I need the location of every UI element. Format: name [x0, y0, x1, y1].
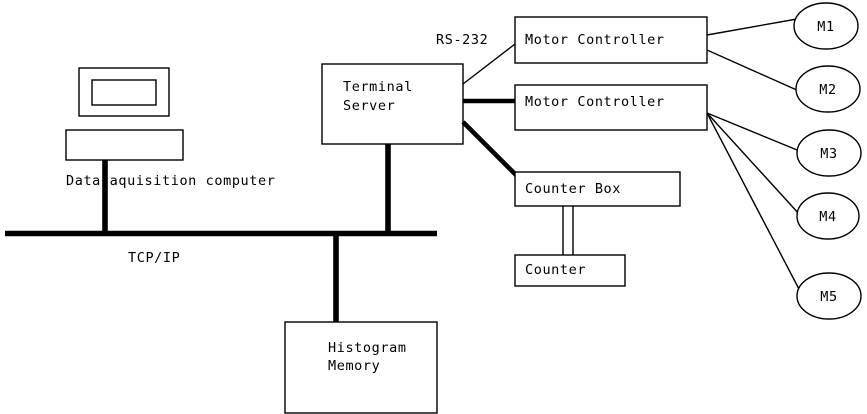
histogram-memory-node[interactable] [284, 321, 438, 414]
link-motor-controller-1-to-m1 [706, 18, 798, 36]
link-motor-controller-2-to-m4 [706, 112, 801, 216]
histogram-memory-label-line2: Memory [328, 358, 380, 374]
motor-label-m2: M2 [819, 82, 836, 98]
crt-monitor-screen-icon [91, 79, 157, 106]
counter-node[interactable] [514, 254, 626, 287]
motor-label-m1: M1 [817, 19, 834, 35]
motor-controller-2-label: Motor Controller [525, 94, 665, 110]
counter-box-node[interactable] [514, 171, 681, 207]
link-terminal-server-to-counter-box [461, 120, 519, 178]
link-motor-controller-1-to-m2 [706, 49, 800, 92]
motor-controller-1-label: Motor Controller [525, 32, 665, 48]
motor-node-m1[interactable] [793, 2, 859, 50]
computer-base-icon [65, 129, 184, 161]
terminal-server-label-line2: Server [343, 98, 395, 114]
terminal-server-node[interactable] [321, 63, 464, 145]
motor-label-m5: M5 [820, 289, 837, 305]
tcpip-bus-label: TCP/IP [128, 250, 180, 266]
motor-label-m4: M4 [819, 209, 836, 225]
counter-box-label: Counter Box [525, 181, 621, 197]
motor-controller-1-node[interactable] [514, 16, 708, 64]
workstation-caption: Data aquisition computer [66, 173, 275, 189]
motor-node-m2[interactable] [795, 65, 861, 113]
histogram-memory-label-line1: Histogram [328, 340, 407, 356]
link-motor-controller-2-to-m3 [706, 112, 803, 153]
motor-node-m4[interactable] [796, 192, 860, 240]
motor-node-m3[interactable] [796, 129, 862, 177]
motor-controller-2-node[interactable] [514, 84, 708, 131]
rs232-link-label: RS-232 [436, 32, 488, 48]
link-motor-controller-2-to-m5 [706, 112, 801, 292]
counter-label: Counter [525, 262, 586, 278]
motor-node-m5[interactable] [796, 272, 862, 320]
link-terminal-server-to-motor-controller-1 [462, 43, 516, 85]
motor-label-m3: M3 [820, 146, 837, 162]
terminal-server-label-line1: Terminal [343, 79, 413, 95]
